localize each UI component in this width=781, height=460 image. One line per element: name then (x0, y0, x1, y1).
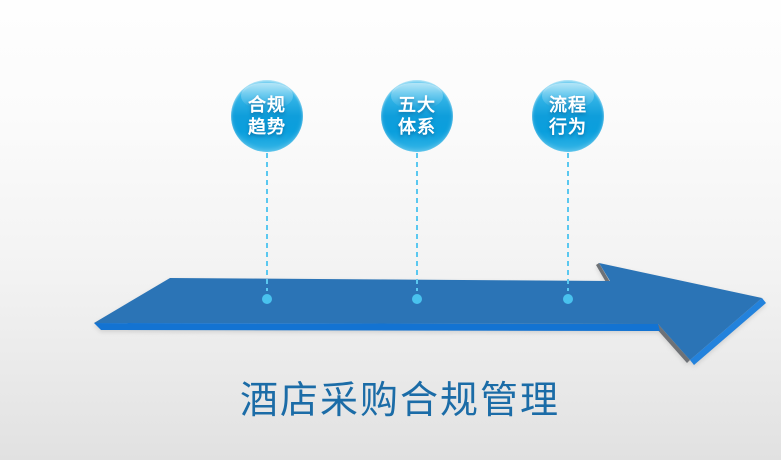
node-label-line: 行为 (549, 117, 587, 137)
node-bubble-five-systems: 五大 体系 (381, 80, 453, 152)
arrow-shadow-upper-icon (596, 263, 610, 284)
node-label-line: 流程 (549, 95, 587, 115)
node-label-line: 趋势 (248, 117, 286, 137)
arrow-band-icon (94, 323, 660, 331)
node-label-line: 体系 (398, 117, 436, 137)
node-label-line: 合规 (248, 95, 286, 115)
arrow-shadow-lower-icon (655, 324, 690, 363)
slide-title: 酒店采购合规管理 (239, 378, 560, 422)
arrow-edge-highlight-icon (690, 298, 766, 365)
connector-dot-five-systems (412, 294, 422, 304)
connector-dot-compliance-trends (262, 294, 272, 304)
node-bubble-compliance-trends: 合规 趋势 (231, 80, 303, 152)
node-bubble-process-behavior: 流程 行为 (532, 80, 604, 152)
connector-dot-process-behavior (563, 294, 573, 304)
connector-line-compliance-trends (266, 153, 268, 291)
arrow-body-icon (94, 263, 762, 360)
connector-line-five-systems (416, 153, 418, 291)
connector-line-process-behavior (567, 153, 569, 291)
node-label-line: 五大 (398, 95, 436, 115)
